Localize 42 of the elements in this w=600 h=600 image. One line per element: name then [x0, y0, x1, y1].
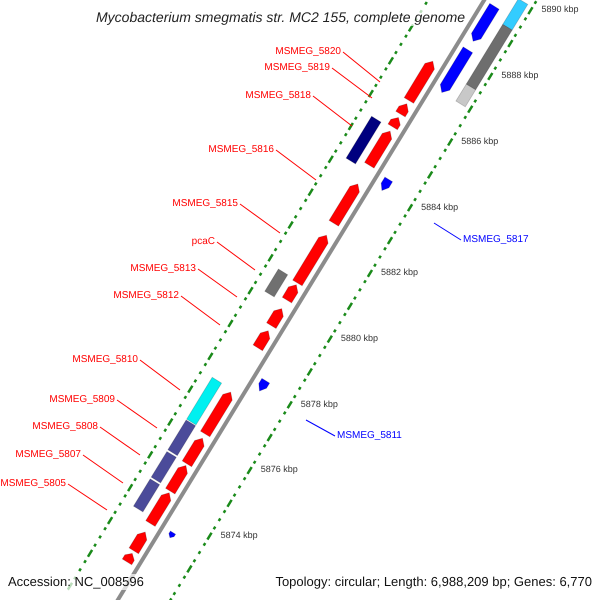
gene-label: MSMEG_5818 — [245, 89, 311, 103]
gene-label: MSMEG_5819 — [264, 61, 330, 75]
gene-label: MSMEG_5812 — [113, 289, 179, 303]
gene-label: MSMEG_5817 — [463, 233, 529, 247]
scale-label: 5880 kbp — [340, 332, 378, 344]
leader-line — [198, 268, 238, 298]
gene-label: MSMEG_5805 — [0, 477, 66, 491]
gene-label: MSMEG_5811 — [337, 429, 402, 443]
gene-label: MSMEG_5810 — [72, 353, 138, 367]
leader-line — [100, 426, 140, 456]
leader-line — [180, 296, 220, 326]
gene-label: MSMEG_5813 — [130, 262, 196, 276]
genome-info-text: Topology: circular; Length: 6,988,209 bp; Genes: 6,770 — [275, 574, 592, 590]
gene-label: MSMEG_5808 — [32, 420, 98, 434]
leader-line — [332, 68, 372, 98]
accession-text: Accession: NC_008596 — [8, 574, 144, 590]
title: Mycobacterium smegmatis str. MC2 155, complete genome — [96, 8, 466, 26]
gene-label: pcaC — [192, 235, 215, 249]
scale-label: 5882 kbp — [381, 267, 418, 278]
scale-label: 5874 kbp — [220, 530, 258, 541]
scale-label: 5886 kbp — [461, 136, 498, 147]
scale-label: 5888 kbp — [501, 70, 538, 82]
scale-label: 5890 kbp — [542, 4, 579, 16]
leader-line — [68, 484, 108, 510]
gene-label: MSMEG_5816 — [208, 143, 274, 157]
leader-line — [216, 242, 256, 270]
gene-label: MSMEG_5807 — [15, 448, 81, 462]
gene-label: MSMEG_5815 — [172, 197, 238, 211]
leader-line — [240, 204, 280, 234]
gene-label: MSMEG_5820 — [275, 45, 341, 59]
gene-label: MSMEG_5809 — [49, 393, 115, 407]
leader-line — [434, 222, 462, 240]
leader-line — [82, 454, 124, 484]
leader-line — [342, 52, 380, 82]
scale-label: 5884 kbp — [421, 202, 458, 212]
scale-label: 5878 kbp — [300, 398, 338, 410]
scale-label: 5876 kbp — [260, 464, 298, 476]
leader-line — [140, 360, 180, 390]
leader-line — [276, 150, 316, 180]
leader-line — [306, 420, 336, 436]
leader-line — [312, 96, 352, 126]
leader-line — [116, 400, 158, 428]
